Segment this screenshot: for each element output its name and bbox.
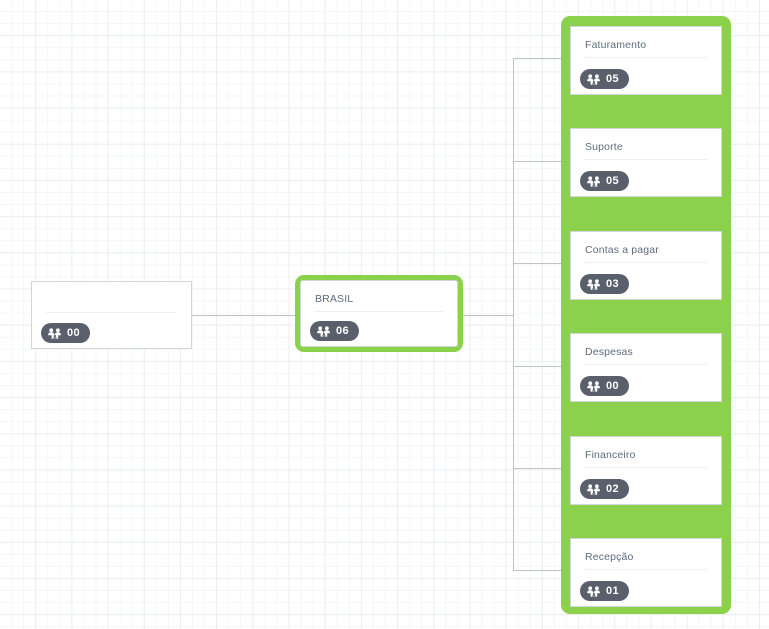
org-node-department[interactable]: Despesas 00: [570, 333, 722, 402]
people-group-icon: [48, 327, 62, 339]
org-node-department-member-badge[interactable]: 03: [580, 274, 630, 294]
org-node-department-member-count: 02: [606, 483, 620, 495]
card-divider: [585, 57, 707, 58]
org-node-department-member-badge[interactable]: 02: [580, 479, 630, 499]
org-node-root-member-badge[interactable]: 00: [41, 323, 91, 343]
org-node-department-member-badge[interactable]: 05: [580, 69, 630, 89]
people-group-icon: [587, 585, 601, 597]
connector-branch-suporte: [513, 161, 563, 162]
department-group: Faturamento 05: [566, 21, 726, 609]
card-divider: [585, 364, 707, 365]
connector-trunk: [513, 58, 514, 570]
card-divider: [315, 311, 443, 312]
people-group-icon: [587, 483, 601, 495]
department-group-selection[interactable]: Faturamento 05: [561, 16, 731, 614]
card-divider: [585, 569, 707, 570]
org-node-department[interactable]: Faturamento 05: [570, 26, 722, 95]
org-node-brasil-member-count: 06: [336, 325, 350, 337]
org-node-department-member-count: 00: [606, 380, 620, 392]
people-group-icon: [317, 325, 331, 337]
org-node-brasil-member-badge[interactable]: 06: [310, 321, 360, 341]
org-node-root[interactable]: 00: [31, 281, 192, 349]
card-divider: [46, 312, 177, 313]
org-node-department-title: Recepção: [585, 551, 634, 563]
org-node-department-member-count: 03: [606, 278, 620, 290]
connector-branch-contas: [513, 263, 563, 264]
org-node-brasil-selection[interactable]: BRASIL 06: [295, 275, 463, 352]
people-group-icon: [587, 380, 601, 392]
org-node-department-member-badge[interactable]: 00: [580, 376, 630, 396]
org-node-department-member-count: 05: [606, 175, 620, 187]
connector-branch-despesas: [513, 366, 563, 367]
org-node-department[interactable]: Suporte 05: [570, 128, 722, 197]
connector-branch-financeiro: [513, 468, 563, 469]
org-node-department-title: Despesas: [585, 346, 633, 358]
connector-branch-faturamento: [513, 58, 563, 59]
card-divider: [585, 262, 707, 263]
connector-branch-recepcao: [513, 570, 563, 571]
connector-brasil-to-trunk: [463, 315, 514, 316]
org-node-department-member-badge[interactable]: 05: [580, 171, 630, 191]
org-node-department-title: Financeiro: [585, 449, 636, 461]
org-node-department-title: Suporte: [585, 141, 623, 153]
org-node-department-member-count: 01: [606, 585, 620, 597]
org-node-department-title: Contas a pagar: [585, 244, 659, 256]
org-node-department[interactable]: Contas a pagar 03: [570, 231, 722, 300]
org-node-department-member-badge[interactable]: 01: [580, 581, 630, 601]
org-node-department-title: Faturamento: [585, 39, 647, 51]
card-divider: [585, 159, 707, 160]
org-node-brasil-title: BRASIL: [315, 293, 354, 305]
people-group-icon: [587, 73, 601, 85]
connector-root-to-brasil: [192, 315, 296, 316]
people-group-icon: [587, 175, 601, 187]
card-divider: [585, 467, 707, 468]
org-node-department[interactable]: Recepção 01: [570, 538, 722, 607]
org-node-root-member-count: 00: [67, 327, 81, 339]
org-node-department-member-count: 05: [606, 73, 620, 85]
people-group-icon: [587, 278, 601, 290]
org-node-brasil[interactable]: BRASIL 06: [300, 280, 458, 347]
org-node-department[interactable]: Financeiro 02: [570, 436, 722, 505]
